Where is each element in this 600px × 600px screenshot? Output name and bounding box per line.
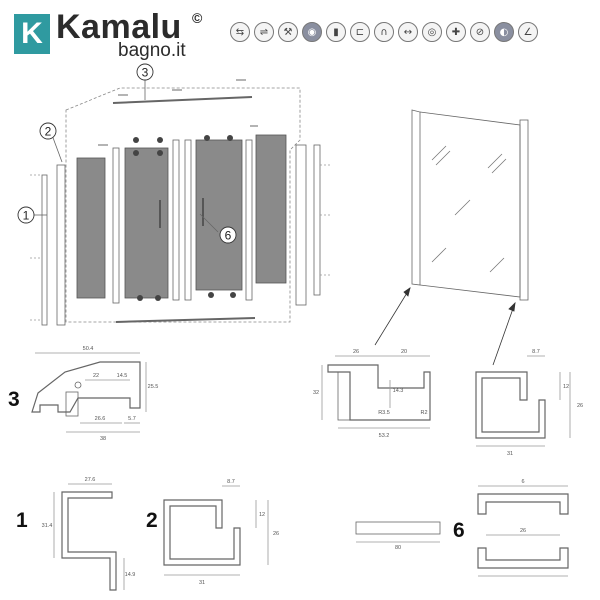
profile-icon: ▮	[326, 22, 346, 42]
callout-circle-3	[136, 63, 154, 81]
section-number-2: 2	[146, 509, 158, 532]
dim-side-w: 53.2	[379, 433, 390, 439]
dim-p6-w3: 26	[520, 528, 526, 534]
side-profile-drawing	[321, 355, 431, 429]
dim-side-a: 26	[353, 349, 359, 355]
callout-label-1: 1	[23, 209, 30, 223]
profile-6-drawing	[355, 485, 569, 577]
profile-3-drawing	[31, 352, 147, 433]
dim-pr-top: 8.7	[532, 349, 540, 355]
brand-name: Kamalu	[56, 8, 182, 46]
profile-1-drawing	[53, 483, 125, 591]
dim-side-r2: R2	[420, 410, 427, 416]
callout-circle-2	[39, 122, 57, 140]
section-number-1: 1	[16, 509, 28, 532]
dim-p3-a: 22	[93, 373, 99, 379]
section-number-3: 3	[8, 388, 20, 411]
dim-p3-w: 38	[100, 436, 106, 442]
dim-p1-top: 27.6	[85, 477, 96, 483]
easy-clean-icon: ◐	[494, 22, 514, 42]
callout-label-6: 6	[225, 229, 232, 243]
section-number-6: 6	[453, 519, 465, 542]
dim-p3-b: 14.5	[117, 373, 128, 379]
sliding-door-icon: ⇆	[230, 22, 250, 42]
angle-icon: ∠	[518, 22, 538, 42]
double-door-icon: ⇌	[254, 22, 274, 42]
callout-circle-1	[17, 206, 35, 224]
handle-icon: ⊏	[350, 22, 370, 42]
roller-icon: ◎	[422, 22, 442, 42]
dim-p1-tail: 14.9	[125, 572, 136, 578]
callout-circle-6	[219, 226, 237, 244]
dim-pr-w: 31	[507, 451, 513, 457]
no-tools-icon: ⊘	[470, 22, 490, 42]
hammer-icon: ⚒	[278, 22, 298, 42]
dim-side-c: 14.3	[393, 388, 404, 394]
brand-copyright: ©	[192, 10, 203, 26]
brand-domain: bagno.it	[118, 40, 186, 61]
dim-p3-top: 50.4	[83, 346, 94, 352]
dim-p3-h: 25.5	[148, 384, 159, 390]
dim-p6-w2: 6	[521, 479, 524, 485]
brand-logo-mark: K	[14, 14, 50, 54]
right-profile-drawing	[475, 355, 571, 447]
dim-side-b: 20	[401, 349, 407, 355]
dim-pr-mid: 12	[563, 384, 569, 390]
magnet-icon: ∩	[374, 22, 394, 42]
dim-p6-w: 80	[395, 545, 401, 551]
exploded-view	[30, 79, 332, 326]
dim-p1-h: 31.4	[42, 523, 53, 529]
dim-p2-mid: 12	[259, 512, 265, 518]
dim-side-h: 32	[313, 390, 319, 396]
dim-p2-top: 8.7	[227, 479, 235, 485]
side-panel-view	[374, 109, 529, 366]
feature-icon-row: ⇆ ⇌ ⚒ ◉ ▮ ⊏ ∩ ↔ ◎ ✚ ⊘ ◐ ∠	[230, 22, 538, 42]
dim-p2-w: 31	[199, 580, 205, 586]
reversible-icon: ↔	[398, 22, 418, 42]
dim-p3-w1: 26.6	[95, 416, 106, 422]
aluminium-icon: ◉	[302, 22, 322, 42]
callout-label-3: 3	[142, 66, 149, 80]
profile-2-drawing	[163, 485, 269, 576]
callout-label-2: 2	[45, 125, 52, 139]
screw-icon: ✚	[446, 22, 466, 42]
dim-side-r1: R3.5	[378, 410, 390, 416]
dim-pr-h: 26	[577, 403, 583, 409]
dim-p2-h: 26	[273, 531, 279, 537]
dim-p3-w2: 5.7	[128, 416, 136, 422]
